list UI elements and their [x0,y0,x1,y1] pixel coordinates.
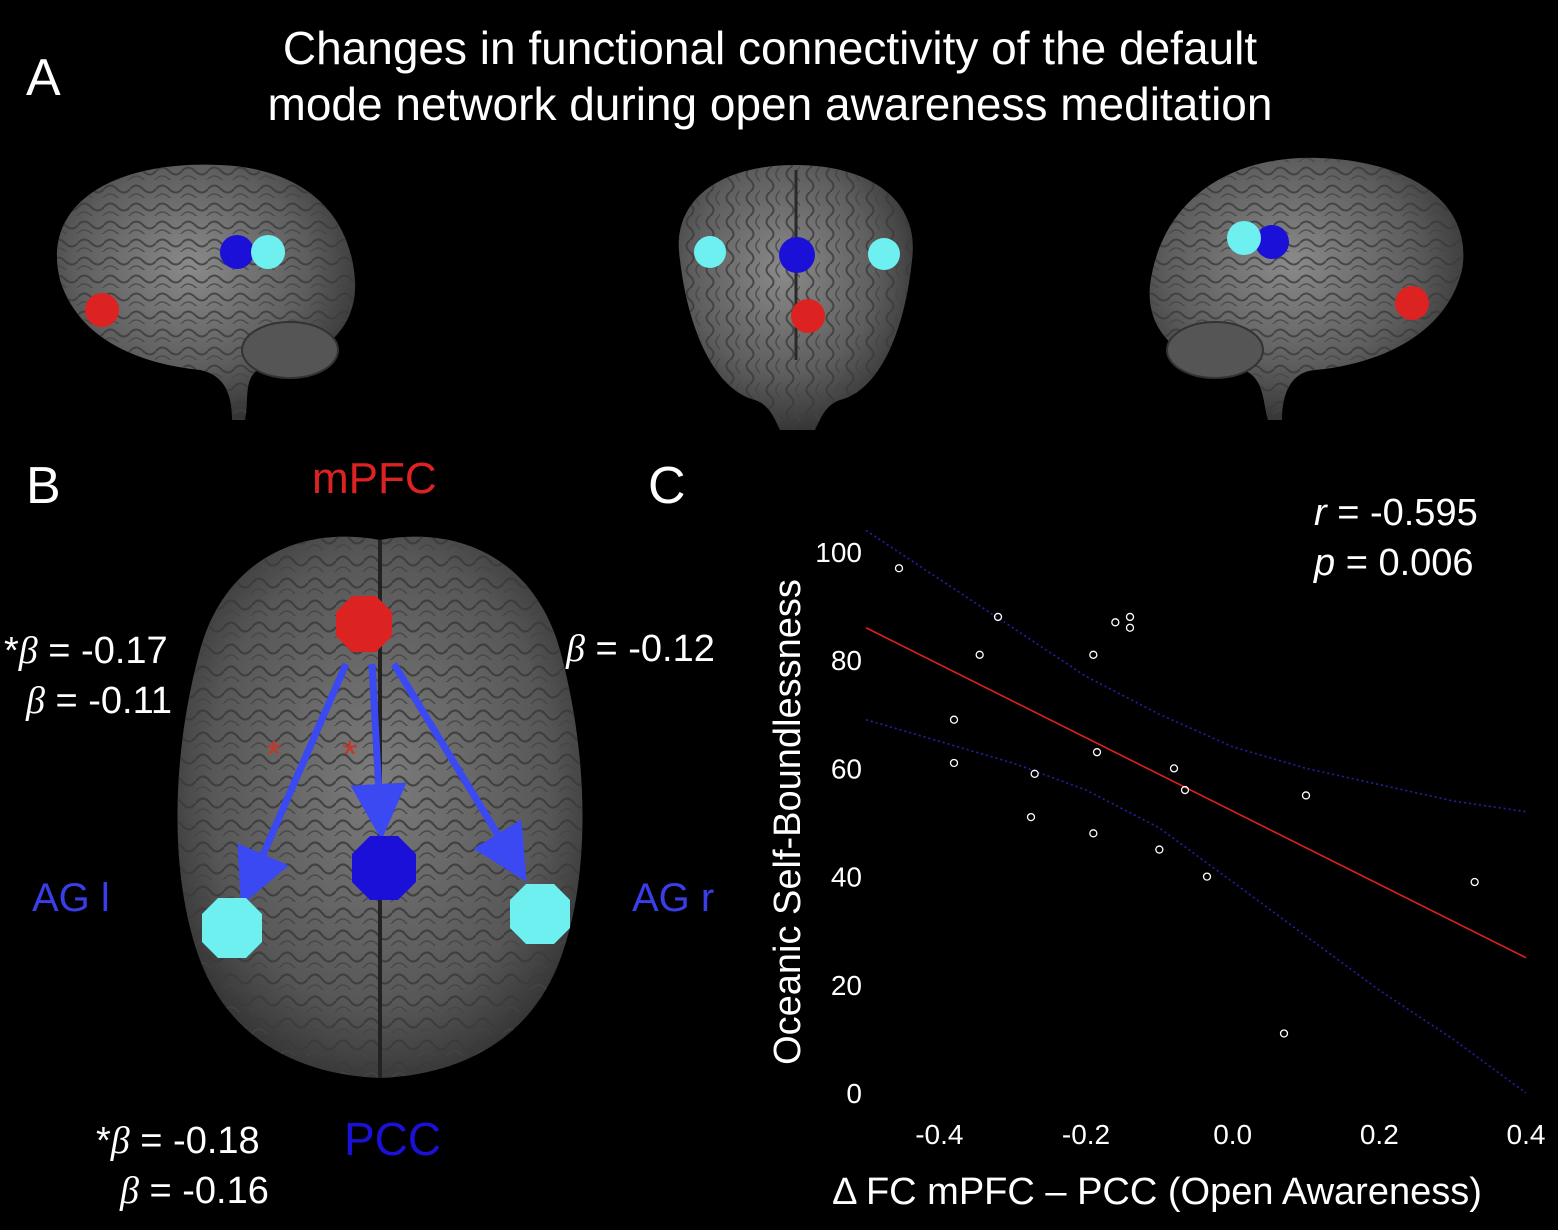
roi-dot-ag-left-view [251,235,285,269]
ci-upper-line [865,529,1527,813]
x-tick-label: -0.4 [915,1119,963,1150]
y-axis-label: Oceanic Self-Boundlessness [767,579,809,1065]
data-point-16 [1155,845,1164,854]
roi-label-ag-right: AG r [632,876,715,920]
roi-node-mpfc [336,596,392,652]
data-point-10 [1125,612,1135,622]
beta-mpfc-agr: β = -0.12 [566,628,715,670]
data-point-20 [1279,1029,1289,1038]
coronal-brain [678,165,913,430]
x-tick-label: 0.2 [1360,1119,1399,1150]
left-lateral-brain [56,164,356,420]
beta-mpfc-pcc-1: *β = -0.18 [96,1120,260,1162]
beta-mpfc-agl-1: *β = -0.17 [4,630,168,672]
x-tick-label: 0.4 [1507,1119,1546,1150]
ci-lower-line [865,718,1527,1094]
right-lateral-brain [1149,157,1464,420]
data-point-6 [1030,769,1039,778]
roi-label-pcc: PCC [344,1113,442,1165]
beta-mpfc-agl-2: β = -0.11 [26,680,173,722]
data-point-14 [1169,764,1179,773]
data-point-17 [1202,872,1212,881]
data-point-3 [975,650,984,659]
data-point-9 [1111,618,1120,627]
scatter-plot: -0.4 -0.2 0.0 0.2 0.4 0 20 40 60 80 100 Δ FC mPFC… [767,529,1545,1213]
roi-label-ag-left: AG l [32,876,110,920]
y-tick-label: 60 [831,753,862,784]
data-point-19 [1470,877,1479,887]
roi-dot-pcc-right-view [1255,225,1289,259]
title-line-2: mode network during open awareness medit… [267,78,1273,130]
regression-line-group [865,627,1527,959]
roi-node-agr [510,884,570,944]
correlation-r: r = -0.595 [1314,492,1478,534]
y-tick-label: 0 [846,1078,862,1109]
brain-views-row [56,157,1464,430]
roi-dot-agl-coronal-view [694,236,726,268]
significance-asterisk-mid: * [342,733,358,777]
confidence-band [865,529,1527,1094]
regression-line [865,627,1527,959]
title-line-1: Changes in functional connectivity of th… [282,22,1258,74]
data-point-7 [1026,812,1036,822]
data-points [894,564,1479,1038]
data-point-13 [1089,829,1098,838]
arrow-mpfc-to-agl [237,662,350,906]
roi-dot-mpfc-left-view [85,293,119,327]
correlation-p: p = 0.006 [1314,542,1474,584]
data-point-8 [1089,650,1098,659]
y-tick-label: 100 [815,537,862,568]
arrow-mpfc-to-agr [391,662,527,882]
x-axis-label: Δ FC mPFC – PCC (Open Awareness) [832,1171,1482,1213]
axial-brain-diagram: * * [177,536,583,1078]
roi-dot-ag-right-view [1227,221,1261,255]
roi-node-agl [202,898,262,958]
data-point-18 [1301,791,1311,800]
beta-mpfc-pcc-2: β = -0.16 [120,1170,269,1212]
x-tick-labels: -0.4 -0.2 0.0 0.2 0.4 [915,1119,1545,1150]
roi-node-pcc [352,836,416,900]
y-tick-label: 80 [831,645,862,676]
data-point-12 [1092,748,1102,757]
x-tick-label: 0.0 [1213,1119,1252,1150]
roi-dot-pcc-coronal-view [779,237,815,273]
roi-label-mpfc: mPFC [312,454,437,503]
data-point-11 [1125,623,1135,632]
data-point-1 [894,564,904,573]
data-point-5 [949,758,959,768]
roi-dot-mpfc-right-view [1395,286,1429,320]
arrow-mpfc-to-pcc [350,663,407,840]
panel-label-c: C [648,457,686,515]
panel-label-b: B [26,457,61,515]
data-point-4 [949,715,959,724]
panel-label-a: A [26,49,61,107]
y-tick-label: 40 [831,862,862,893]
roi-dot-pcc-left-view [220,235,254,269]
data-point-2 [993,612,1003,622]
roi-dot-agr-coronal-view [868,238,900,270]
y-tick-label: 20 [831,970,862,1001]
roi-dot-mpfc-coronal-view [791,299,825,333]
significance-asterisk-left: * [266,733,282,777]
data-point-15 [1180,785,1190,795]
y-tick-labels: 0 20 40 60 80 100 [815,537,862,1109]
figure-title: Changes in functional connectivity of th… [110,20,1430,132]
x-tick-label: -0.2 [1062,1119,1110,1150]
